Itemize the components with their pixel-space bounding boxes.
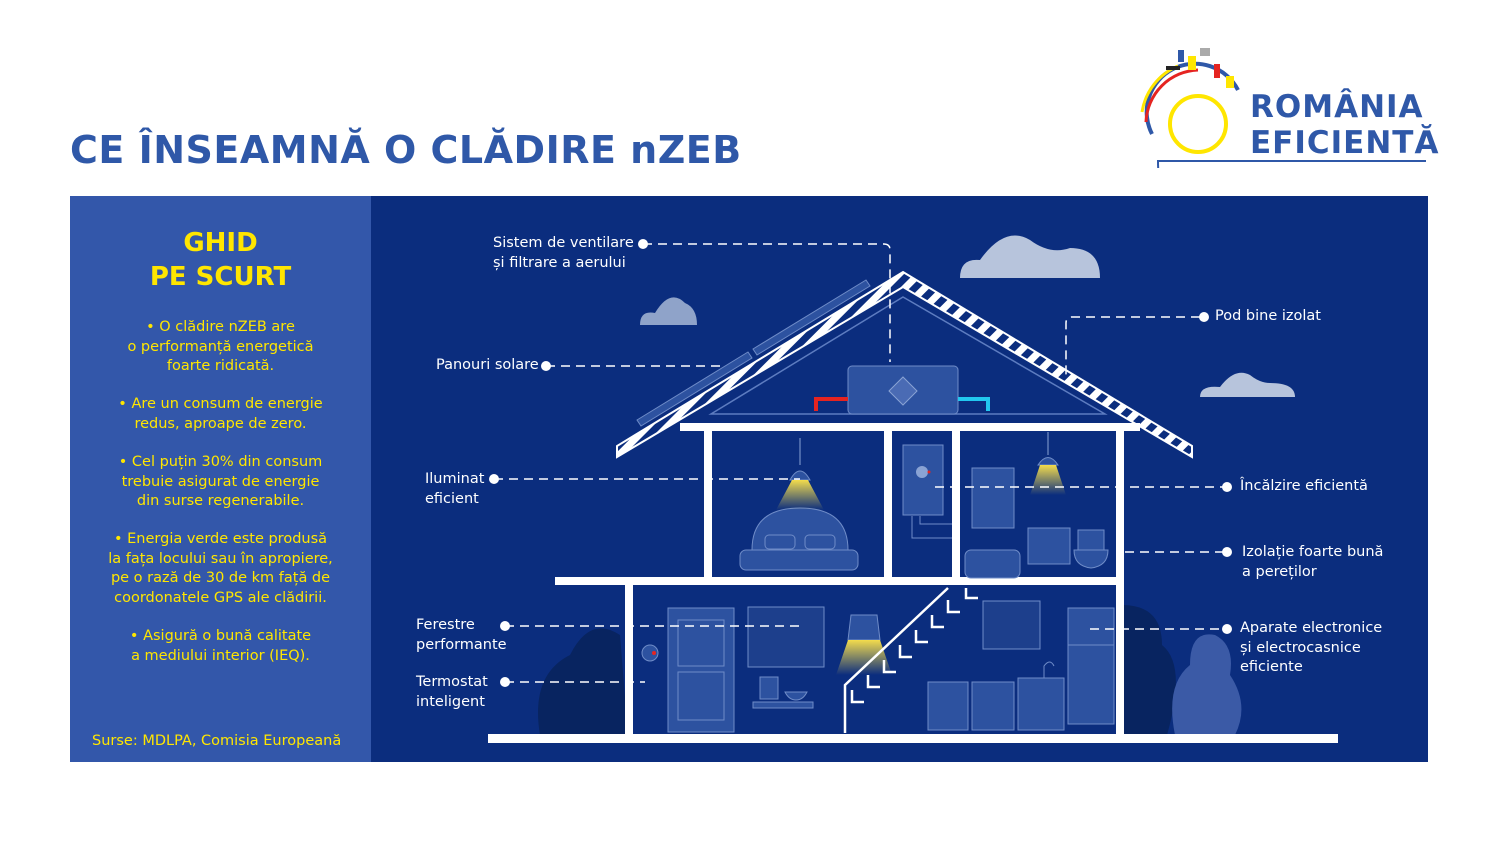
bullet-line: coordonatele GPS ale clădirii. (114, 589, 327, 606)
door-icon (667, 607, 735, 733)
label-line: eficiente (1240, 659, 1303, 675)
bullet-line: • Asigură o bună calitate (129, 628, 312, 644)
thermostat-icon (641, 644, 659, 662)
callout-dot (1222, 624, 1232, 634)
bullet-line: • Are un consum de energie (118, 396, 323, 412)
callout-dots (489, 239, 1232, 687)
staircase (843, 587, 978, 733)
romania-eficienta-logo: ROMÂNIA EFICIENTĂ (1138, 42, 1438, 296)
bush-icon (1172, 634, 1242, 735)
label-line: Sistem de ventilare (493, 235, 634, 251)
guide-bullet-5: • Asigură o bună calitate a mediului int… (70, 627, 371, 666)
logo-line2: EFICIENTĂ (1250, 125, 1440, 161)
label-line: Iluminat (425, 471, 485, 487)
bullet-line: redus, aproape de zero. (134, 415, 307, 432)
bed-icon (739, 507, 859, 571)
bullet-line: la fața locului sau în apropiere, (108, 550, 333, 567)
guide-bullet-3: • Cel puțin 30% din consum trebuie asigu… (70, 453, 371, 512)
cloud-icon (960, 235, 1100, 278)
bush-icon (1122, 605, 1176, 735)
bathroom-furniture (964, 467, 1109, 579)
label-line: eficient (425, 490, 479, 507)
label-line: și electrocasnice (1240, 639, 1361, 656)
callout-dot (541, 361, 551, 371)
label-solar-panels: Panouri solare (436, 357, 539, 373)
callout-dot (500, 677, 510, 687)
page-title: CE ÎNSEAMNĂ O CLĂDIRE nZEB (70, 128, 742, 172)
kitchen-furniture (927, 607, 1115, 731)
label-appliances: Aparate electronice și electrocasnice ef… (1240, 619, 1382, 678)
bullet-line: • Energia verde este produsă (113, 531, 328, 547)
label-ventilation: Sistem de ventilare și filtrare a aerulu… (493, 234, 634, 273)
label-line: Izolație foarte bună (1242, 544, 1384, 560)
guide-panel: GHID PE SCURT • O clădire nZEB are o per… (70, 196, 371, 762)
guide-heading-line1: GHID (183, 228, 258, 258)
label-line: Aparate electronice (1240, 620, 1383, 636)
callout-dot (500, 621, 510, 631)
sources-text: Surse: MDLPA, Comisia Europeană (92, 733, 342, 749)
logo-line1: ROMÂNIA (1250, 89, 1424, 125)
ventilation-fan-icon (888, 376, 918, 406)
guide-bullet-2: • Are un consum de energie redus, aproap… (70, 395, 371, 434)
bullet-line: foarte ridicată. (166, 358, 275, 374)
cloud-icon (1200, 372, 1295, 397)
logo-underline (1158, 160, 1426, 162)
solar-panel-icon (636, 279, 871, 427)
bullet-line: pe o rază de 30 de km față de (110, 570, 331, 586)
guide-heading: GHID PE SCURT (70, 226, 371, 294)
callout-dot (489, 474, 499, 484)
bullet-line: o performanță energetică (127, 338, 314, 355)
callout-lines (494, 243, 1227, 683)
label-line: Ferestre (416, 617, 475, 633)
label-line: a pereților (1242, 563, 1317, 580)
guide-heading-line2: PE SCURT (149, 262, 292, 292)
label-lighting: Iluminat eficient (425, 470, 484, 509)
ceiling-lamp-icon (776, 438, 824, 510)
house-structure (488, 423, 1338, 743)
label-heating: Încălzire eficientă (1240, 478, 1368, 494)
callout-dot (1222, 482, 1232, 492)
callout-dot (1199, 312, 1209, 322)
label-thermostat: Termostat inteligent (416, 673, 488, 712)
label-insulation: Izolație foarte bună a pereților (1242, 543, 1383, 582)
bullet-line: a mediului interior (IEQ). (131, 647, 310, 664)
label-line: Termostat (416, 674, 488, 690)
bullet-line: trebuie asigurat de energie (121, 473, 320, 490)
window-icon (747, 600, 1041, 668)
label-line: inteligent (416, 693, 485, 710)
callout-dot (1222, 547, 1232, 557)
side-table-icon (752, 676, 814, 709)
roof (616, 270, 1193, 459)
warm-pipe-icon (814, 397, 848, 411)
callout-dot (638, 239, 648, 249)
label-line: performante (416, 636, 507, 653)
bullet-line: din surse regenerabile. (136, 493, 305, 509)
bullet-line: • O clădire nZEB are (146, 319, 295, 335)
cold-pipe-icon (958, 397, 990, 411)
floor-lamp-icon (836, 614, 892, 675)
cloud-icon (640, 297, 697, 325)
label-windows: Ferestre performante (416, 616, 507, 655)
guide-bullet-1: • O clădire nZEB are o performanță energ… (70, 318, 371, 377)
ceiling-lamp-icon (1030, 432, 1066, 495)
guide-bullet-4: • Energia verde este produsă la fața loc… (70, 530, 371, 608)
label-attic: Pod bine izolat (1215, 308, 1321, 324)
label-line: și filtrare a aerului (493, 254, 626, 271)
bullet-line: • Cel puțin 30% din consum (118, 454, 323, 470)
boiler-icon (902, 444, 952, 539)
